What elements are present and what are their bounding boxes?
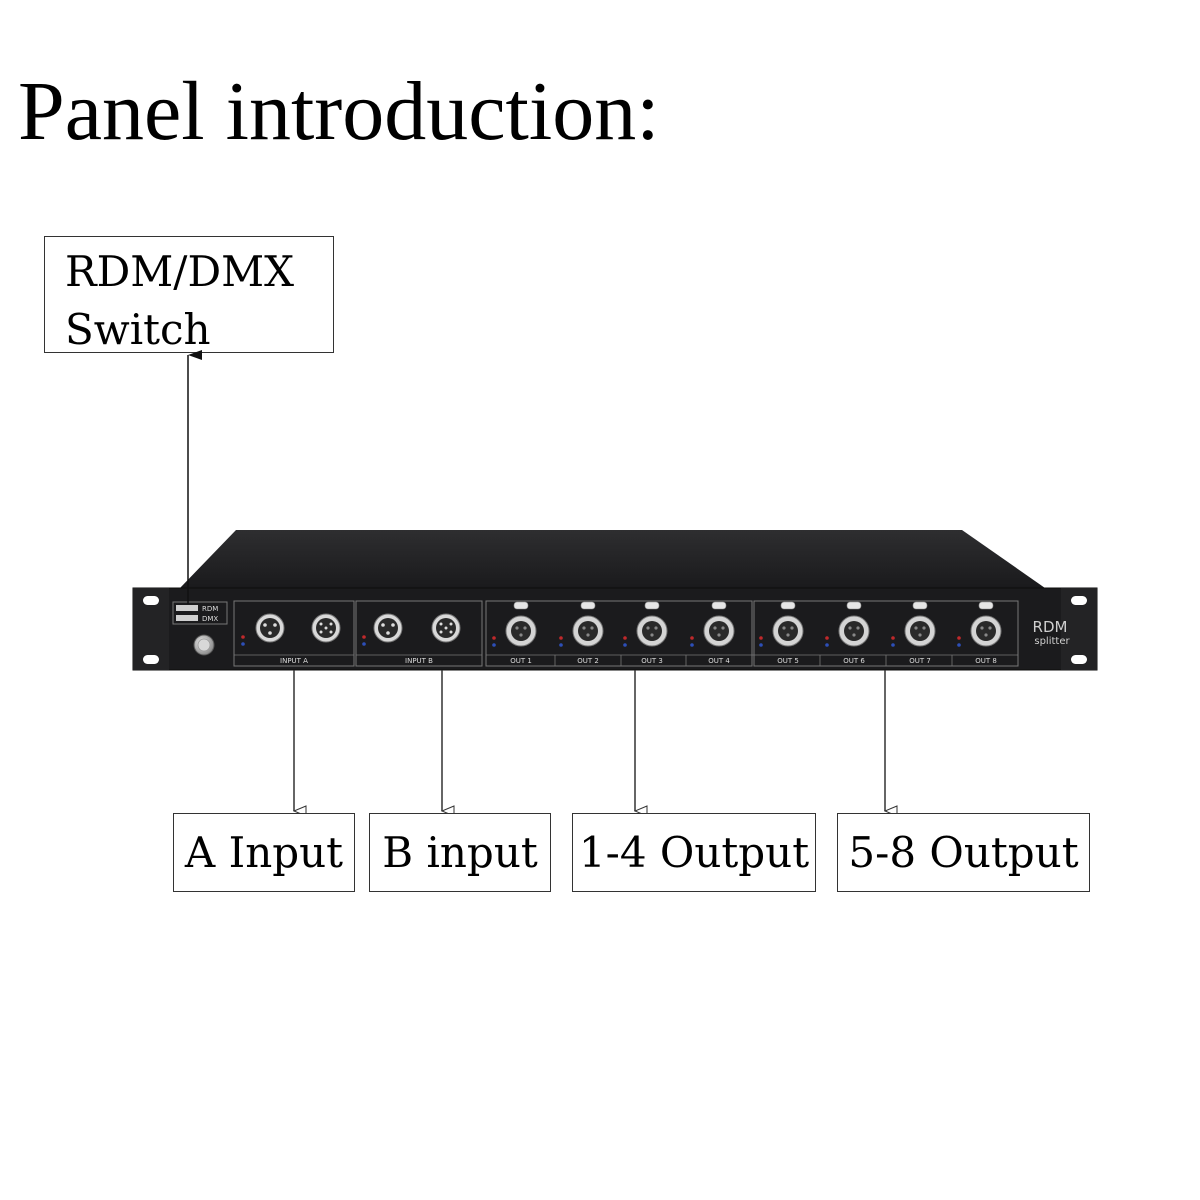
output-5-label: OUT 5 xyxy=(777,657,799,665)
output-1-4-callout: 1-4 Output xyxy=(572,813,816,892)
page-title: Panel introduction: xyxy=(18,65,660,158)
a-input-callout: A Input xyxy=(173,813,355,892)
output-1-label: OUT 1 xyxy=(510,657,532,665)
input-a-5pin-male-connector[interactable] xyxy=(311,613,341,643)
switch-indicator-rdm-bar xyxy=(176,605,198,611)
output-5-connector[interactable] xyxy=(772,601,804,647)
output-5-latch xyxy=(780,601,796,610)
output-5-led-red xyxy=(759,636,763,640)
output-7-led-blue xyxy=(891,643,895,647)
output-4-connector[interactable] xyxy=(703,601,735,647)
output-3-connector[interactable] xyxy=(636,601,668,647)
input-b-section xyxy=(355,600,483,667)
output-8-led-red xyxy=(957,636,961,640)
output-4-led-blue xyxy=(690,643,694,647)
switch-label-rdm: RDM xyxy=(202,605,218,613)
input-b-led-red xyxy=(362,635,366,639)
input-b-5pin-male-connector[interactable] xyxy=(431,613,461,643)
input-a-section xyxy=(233,600,355,667)
brand-label-splitter: splitter xyxy=(1034,636,1070,647)
output-8-connector[interactable] xyxy=(970,601,1002,647)
output-2-latch xyxy=(580,601,596,610)
rdm-dmx-switch-callout: RDM/DMX Switch xyxy=(44,236,334,354)
output-6-label: OUT 6 xyxy=(843,657,865,665)
output-1-led-blue xyxy=(492,643,496,647)
output-7-label: OUT 7 xyxy=(909,657,931,665)
output-8-led-blue xyxy=(957,643,961,647)
output-3-latch xyxy=(644,601,660,610)
output-6-connector[interactable] xyxy=(838,601,870,647)
rack-hole-left-bottom xyxy=(143,655,159,664)
switch-callout-line-2: Switch xyxy=(65,305,211,354)
output-4-led-red xyxy=(690,636,694,640)
output-7-connector[interactable] xyxy=(904,601,936,647)
output-8-label: OUT 8 xyxy=(975,657,997,665)
switch-callout-line-1: RDM/DMX xyxy=(65,247,295,296)
input-b-label: INPUT B xyxy=(405,657,433,665)
output-7-led-red xyxy=(891,636,895,640)
switch-label-dmx: DMX xyxy=(202,615,218,623)
output-5-8-callout: 5-8 Output xyxy=(837,813,1090,892)
rack-hole-right-top xyxy=(1071,596,1087,605)
output-5-led-blue xyxy=(759,643,763,647)
b-input-callout: B input xyxy=(369,813,551,892)
output-3-led-red xyxy=(623,636,627,640)
rack-hole-right-bottom xyxy=(1071,655,1087,664)
switch-indicator-block xyxy=(172,601,228,625)
output-6-latch xyxy=(846,601,862,610)
switch-indicator-dmx-bar xyxy=(176,615,198,621)
outputs-1-4-section xyxy=(485,600,753,667)
switch-button-cap xyxy=(197,638,211,652)
output-8-latch xyxy=(978,601,994,610)
output-2-label: OUT 2 xyxy=(577,657,599,665)
output-7-latch xyxy=(912,601,928,610)
brand-label-rdm: RDM xyxy=(1033,618,1068,636)
output-6-led-red xyxy=(825,636,829,640)
output-4-latch xyxy=(711,601,727,610)
output-2-connector[interactable] xyxy=(572,601,604,647)
input-a-led-red xyxy=(241,635,245,639)
chassis-top xyxy=(180,530,1045,588)
output-4-label: OUT 4 xyxy=(708,657,730,665)
input-b-3pin-male-connector[interactable] xyxy=(373,613,403,643)
front-face xyxy=(132,587,1098,671)
rack-hole-left-top xyxy=(143,596,159,605)
input-a-3pin-male-connector[interactable] xyxy=(255,613,285,643)
output-2-led-blue xyxy=(559,643,563,647)
output-connectors: OUT 1 OUT 2 OUT 3 OUT 4 OUT 5 OUT 6 OUT 7 OUT 8 xyxy=(492,601,1002,666)
output-1-connector[interactable] xyxy=(505,601,537,647)
input-a-label: INPUT A xyxy=(280,657,308,665)
output-2-led-red xyxy=(559,636,563,640)
output-1-latch xyxy=(513,601,529,610)
input-a-led-blue xyxy=(241,642,245,646)
input-b-led-blue xyxy=(362,642,366,646)
output-3-label: OUT 3 xyxy=(641,657,663,665)
output-1-led-red xyxy=(492,636,496,640)
output-3-led-blue xyxy=(623,643,627,647)
output-6-led-blue xyxy=(825,643,829,647)
